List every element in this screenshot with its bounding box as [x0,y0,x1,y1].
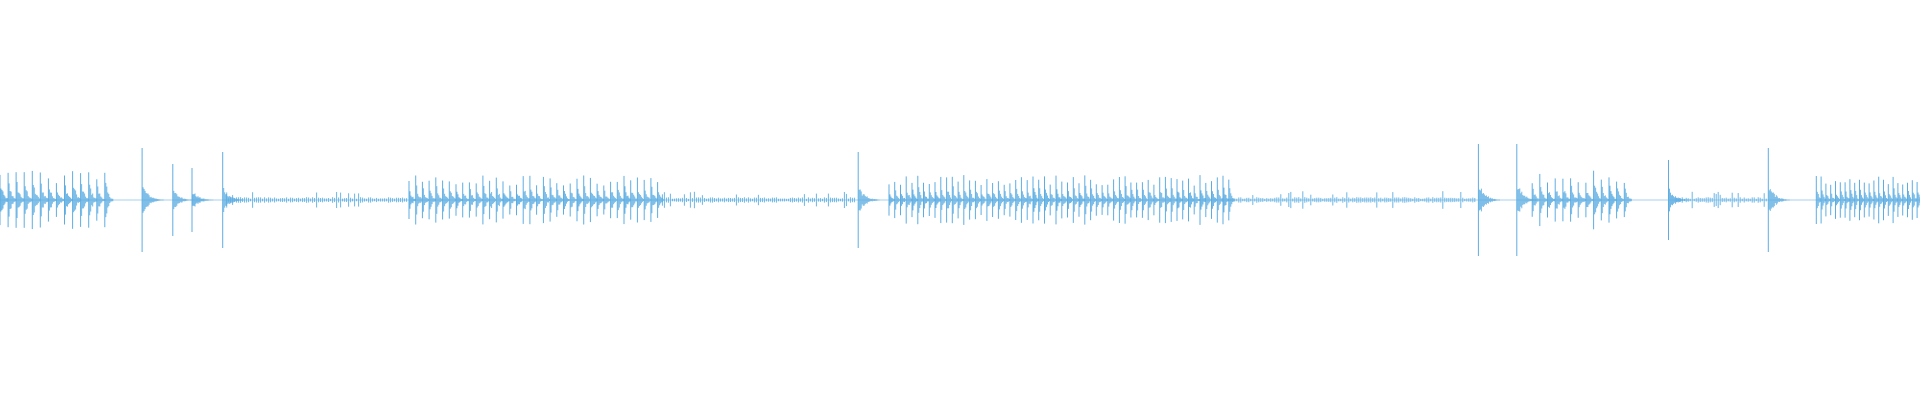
waveform-peaks [0,144,1920,256]
